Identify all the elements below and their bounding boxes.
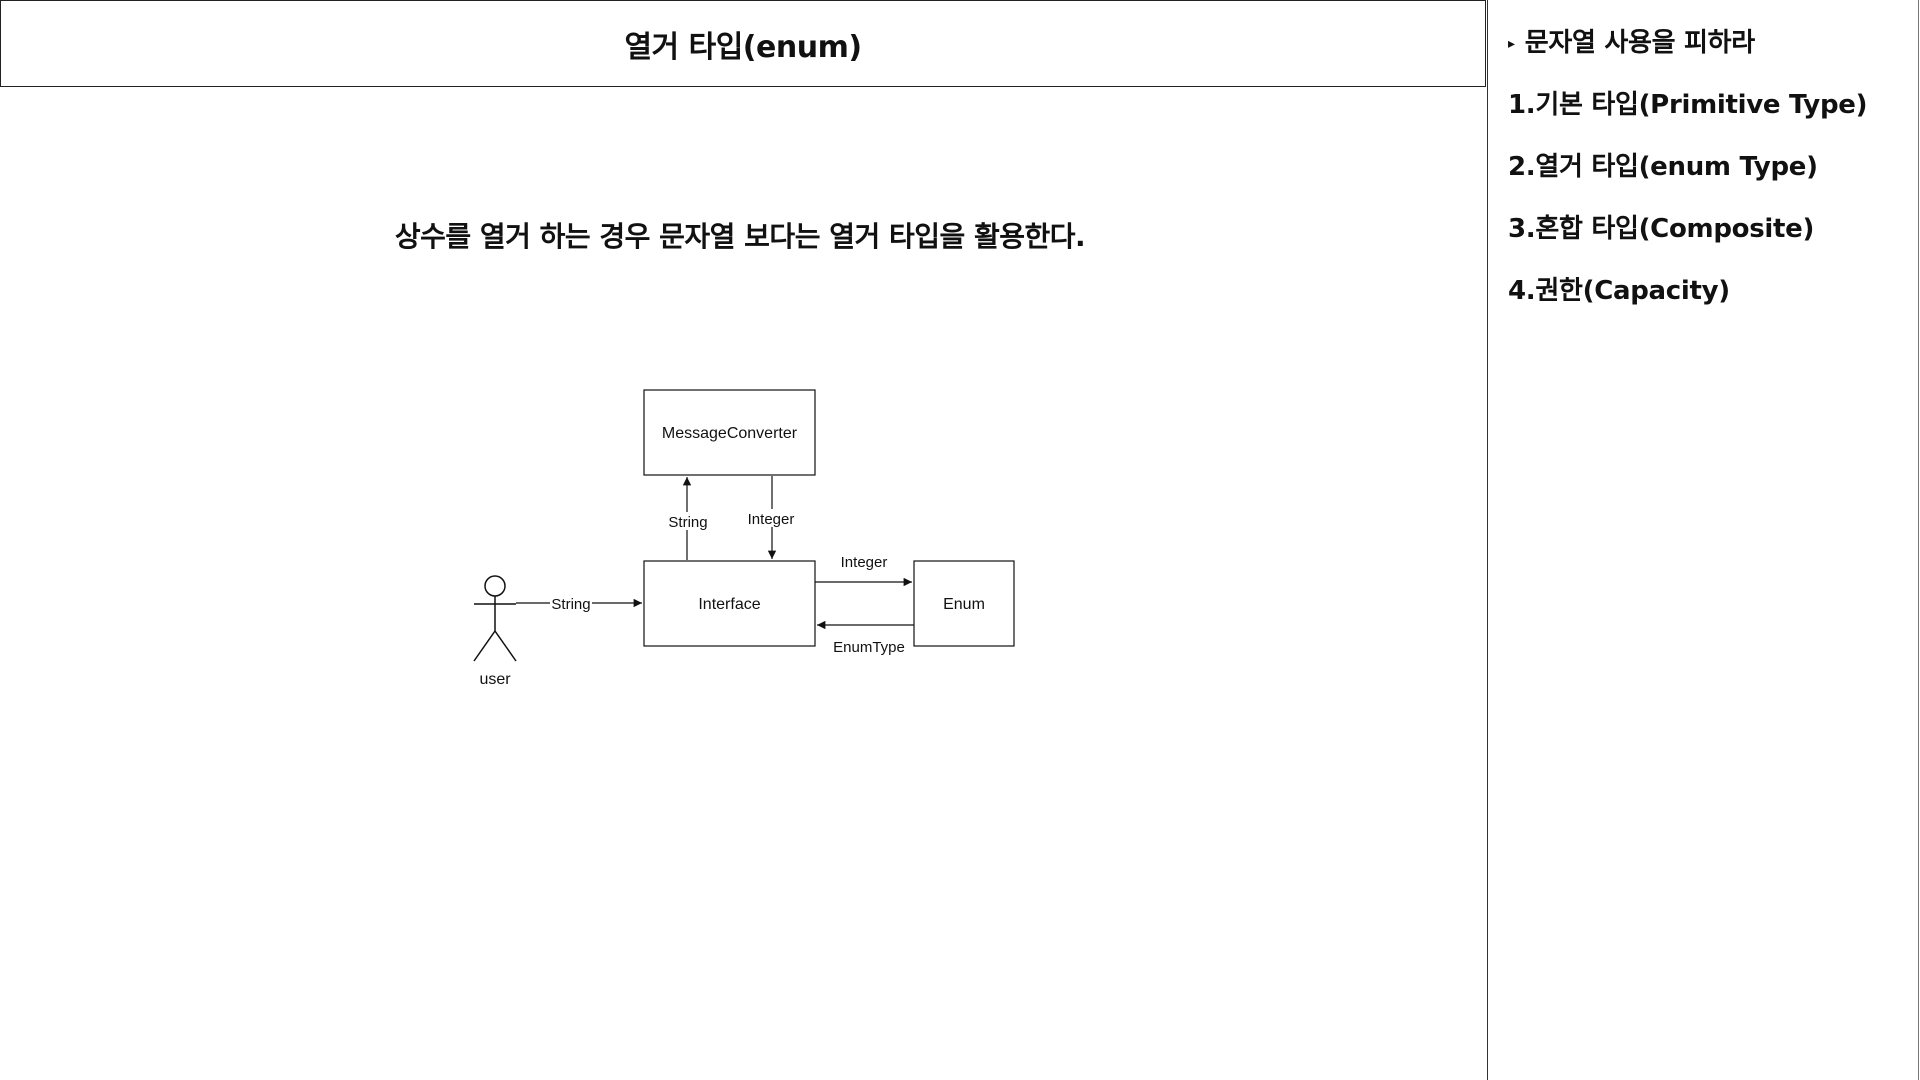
edge-label-converter-to-interface: Integer	[748, 511, 795, 528]
slide-title-box: 열거 타입(enum)	[0, 0, 1486, 87]
edge-label-interface-to-enum: Integer	[841, 554, 888, 571]
sidebar: ▸ 문자열 사용을 피하라 1.기본 타입(Primitive Type) 2.열…	[1508, 22, 1908, 332]
sidebar-item-label: 4.권한(Capacity)	[1508, 276, 1730, 306]
interface-label: Interface	[698, 596, 760, 613]
sidebar-item-label: 3.혼합 타입(Composite)	[1508, 214, 1815, 244]
slide-subtitle: 상수를 열거 하는 경우 문자열 보다는 열거 타입을 활용한다.	[394, 220, 1086, 253]
sidebar-item-label: 문자열 사용을 피하라	[1524, 28, 1755, 58]
edge-label-bg	[550, 594, 592, 612]
sidebar-item-primitive-type: 1.기본 타입(Primitive Type)	[1508, 84, 1908, 146]
actor-right-leg	[494, 630, 517, 662]
enum-box	[913, 560, 1015, 647]
message-converter-box	[643, 389, 816, 476]
edge-label-user-to-interface: String	[551, 596, 590, 613]
slide-title: 열거 타입(enum)	[624, 29, 862, 65]
sidebar-item-label: 1.기본 타입(Primitive Type)	[1508, 90, 1868, 120]
actor-head	[484, 575, 506, 597]
sidebar-item-enum-type: 2.열거 타입(enum Type)	[1508, 146, 1908, 208]
edge-label-interface-to-converter: String	[668, 514, 707, 531]
sidebar-item-composite: 3.혼합 타입(Composite)	[1508, 208, 1908, 270]
enum-label: Enum	[943, 596, 985, 613]
message-converter-label: MessageConverter	[662, 425, 798, 442]
sidebar-item-current: ▸ 문자열 사용을 피하라	[1508, 22, 1908, 84]
user-actor	[473, 575, 517, 662]
sidebar-item-capacity: 4.권한(Capacity)	[1508, 270, 1908, 332]
edge-label-bg	[664, 512, 710, 530]
edge-label-bg	[746, 509, 798, 527]
sidebar-divider	[1487, 0, 1488, 1080]
edge-label-enum-to-interface: EnumType	[833, 639, 905, 656]
triangle-bullet-icon: ▸	[1508, 35, 1515, 52]
interface-box	[643, 560, 816, 647]
architecture-diagram: user MessageConverter Interface Enum Str…	[473, 389, 1015, 688]
actor-left-leg	[473, 630, 496, 662]
sidebar-item-label: 2.열거 타입(enum Type)	[1508, 152, 1818, 182]
actor-label: user	[479, 671, 511, 688]
right-edge-line	[1918, 0, 1919, 1080]
